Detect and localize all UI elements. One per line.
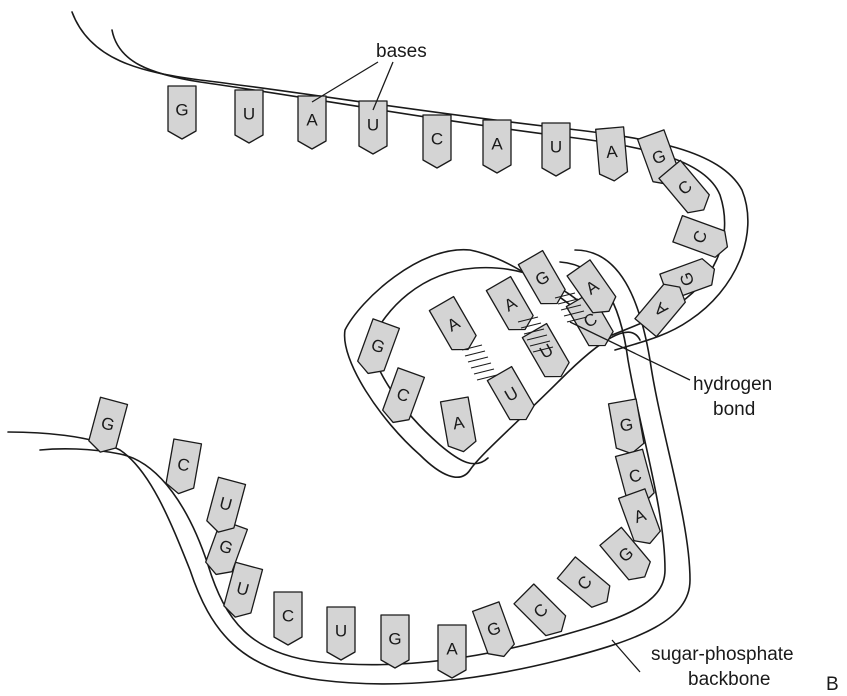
base-24: G: [609, 399, 646, 456]
base-39: G: [87, 397, 128, 455]
base-letter: G: [175, 101, 188, 120]
figure-letter: B: [826, 674, 839, 695]
base-5: C: [423, 115, 451, 168]
hydrogen-bond-label-line1: hydrogen: [693, 374, 772, 395]
base-letter: A: [491, 135, 503, 154]
backbone-label-line2: backbone: [688, 669, 770, 690]
backbone-strand-outer: [72, 12, 748, 350]
base-2: U: [235, 90, 263, 143]
base-33: U: [327, 607, 355, 660]
base-1: G: [168, 86, 196, 139]
base-28: C: [557, 557, 616, 613]
base-15: A: [486, 277, 537, 337]
base-letter: C: [282, 607, 294, 626]
bases-label: bases: [376, 41, 427, 62]
base-18: C: [380, 368, 424, 427]
base-38: C: [165, 439, 202, 496]
base-19: A: [441, 397, 478, 454]
base-34: C: [274, 592, 302, 645]
backbone-leader: [612, 640, 640, 672]
base-31: A: [438, 625, 466, 678]
base-32: G: [381, 615, 409, 668]
base-14: G: [518, 251, 569, 311]
base-17: G: [355, 319, 399, 378]
base-6: A: [483, 120, 511, 173]
base-7: U: [542, 123, 570, 176]
base-letter: U: [367, 116, 379, 135]
base-letter: A: [446, 640, 458, 659]
base-29: C: [514, 584, 571, 641]
base-letter: A: [306, 111, 318, 130]
hydrogen-bond-label-line2: bond: [713, 399, 755, 420]
hbond-pair-1: [462, 345, 497, 380]
base-letter: G: [388, 630, 401, 649]
base-30: G: [473, 602, 517, 661]
backbone-strand-inner: [112, 30, 725, 335]
base-letter: U: [550, 138, 562, 157]
base-11: C: [673, 216, 732, 260]
base-3: A: [298, 96, 326, 149]
bases-leader-1: [312, 62, 378, 102]
backbone-label-line1: sugar-phosphate: [651, 644, 794, 665]
base-8: A: [596, 127, 629, 182]
base-letter: U: [335, 622, 347, 641]
base-letter: C: [431, 130, 443, 149]
base-letter: U: [243, 105, 255, 124]
